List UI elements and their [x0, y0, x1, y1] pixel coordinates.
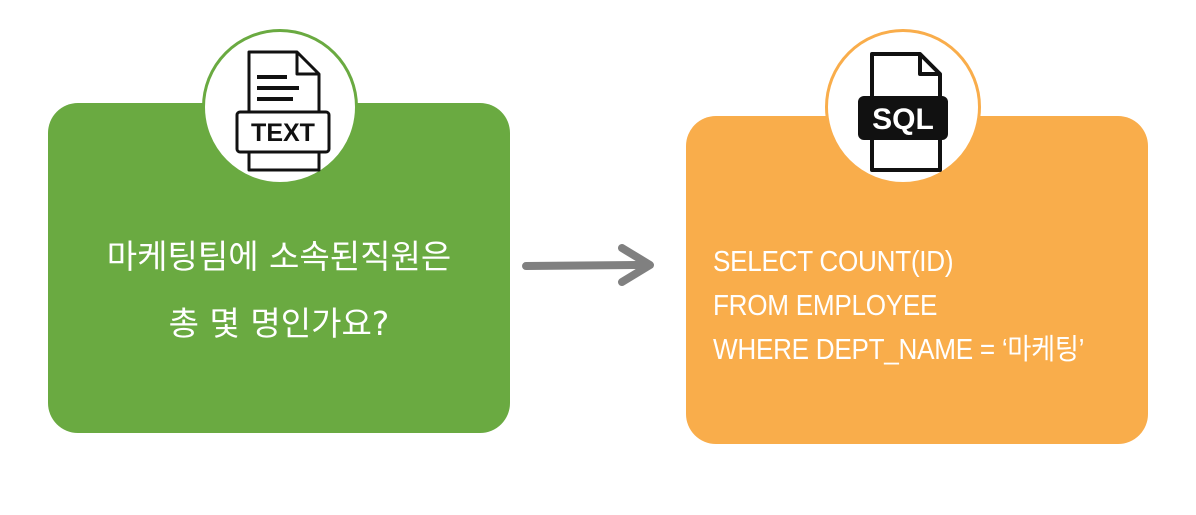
sql-line-3: WHERE DEPT_NAME = ‘마케팅’: [713, 334, 1085, 366]
text-icon-badge: TEXT: [202, 29, 358, 185]
sql-icon-badge: SQL: [825, 29, 981, 185]
text-file-icon: TEXT: [235, 50, 331, 172]
text-icon-label: TEXT: [251, 119, 315, 147]
sql-line-2: FROM EMPLOYEE: [713, 290, 938, 322]
question-line-1: 마케팅팀에 소속된직원은: [106, 237, 452, 276]
sql-icon-label: SQL: [872, 103, 934, 136]
question-line-2: 총 몇 명인가요?: [168, 304, 390, 343]
sql-line-1: SELECT COUNT(ID): [713, 246, 954, 278]
sql-file-icon: SQL: [858, 52, 948, 172]
arrow-right-icon: [522, 244, 654, 286]
